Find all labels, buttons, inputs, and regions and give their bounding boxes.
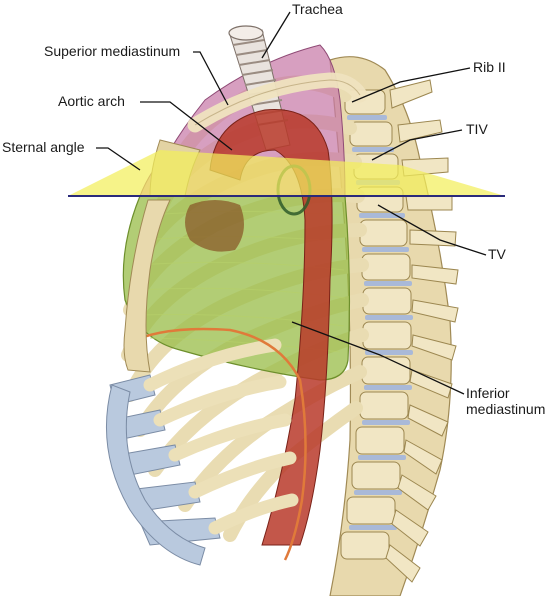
label-inferior-mediastinum-line2: mediastinum	[466, 401, 545, 417]
lower-ribs	[143, 338, 299, 535]
inferior-mediastinum-region	[122, 195, 351, 381]
label-aortic-arch: Aortic arch	[58, 93, 125, 109]
label-inferior-mediastinum-line1: Inferior	[466, 385, 510, 401]
costal-cartilages	[105, 374, 221, 566]
label-superior-mediastinum: Superior mediastinum	[44, 43, 180, 59]
leader-lines	[96, 11, 487, 395]
transverse-thoracic-plane	[68, 150, 505, 196]
pleural-line	[124, 327, 307, 561]
heart-shadow	[185, 200, 244, 252]
label-trachea: Trachea	[292, 1, 343, 17]
spinous-processes	[385, 79, 459, 583]
label-tiv: TIV	[466, 121, 488, 137]
label-sternal-angle: Sternal angle	[2, 139, 85, 155]
label-rib-ii: Rib II	[473, 59, 506, 75]
label-tv: TV	[488, 246, 507, 262]
